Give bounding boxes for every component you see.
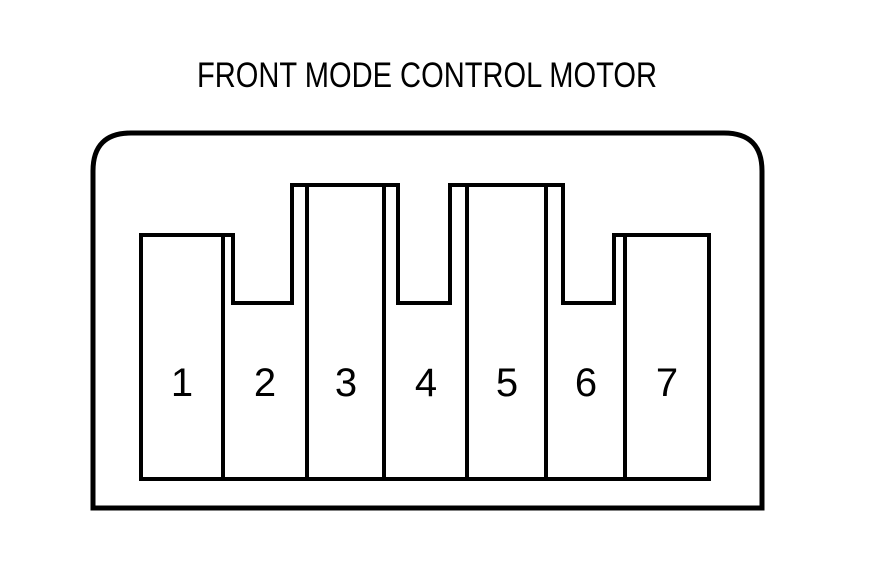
- pin-number-label-5: 5: [496, 361, 518, 405]
- pin-number-label-7: 7: [656, 361, 678, 405]
- pin-number-label-4: 4: [415, 361, 437, 405]
- pin-number-label-2: 2: [254, 361, 276, 405]
- terminal-profile-outline: [139, 183, 711, 481]
- diagram-title: FRONT MODE CONTROL MOTOR: [197, 56, 657, 95]
- pin-number-label-3: 3: [335, 361, 357, 405]
- connector-shell-outline: [90, 130, 765, 511]
- pin-number-label-6: 6: [575, 361, 597, 405]
- pin-number-label-1: 1: [171, 361, 193, 405]
